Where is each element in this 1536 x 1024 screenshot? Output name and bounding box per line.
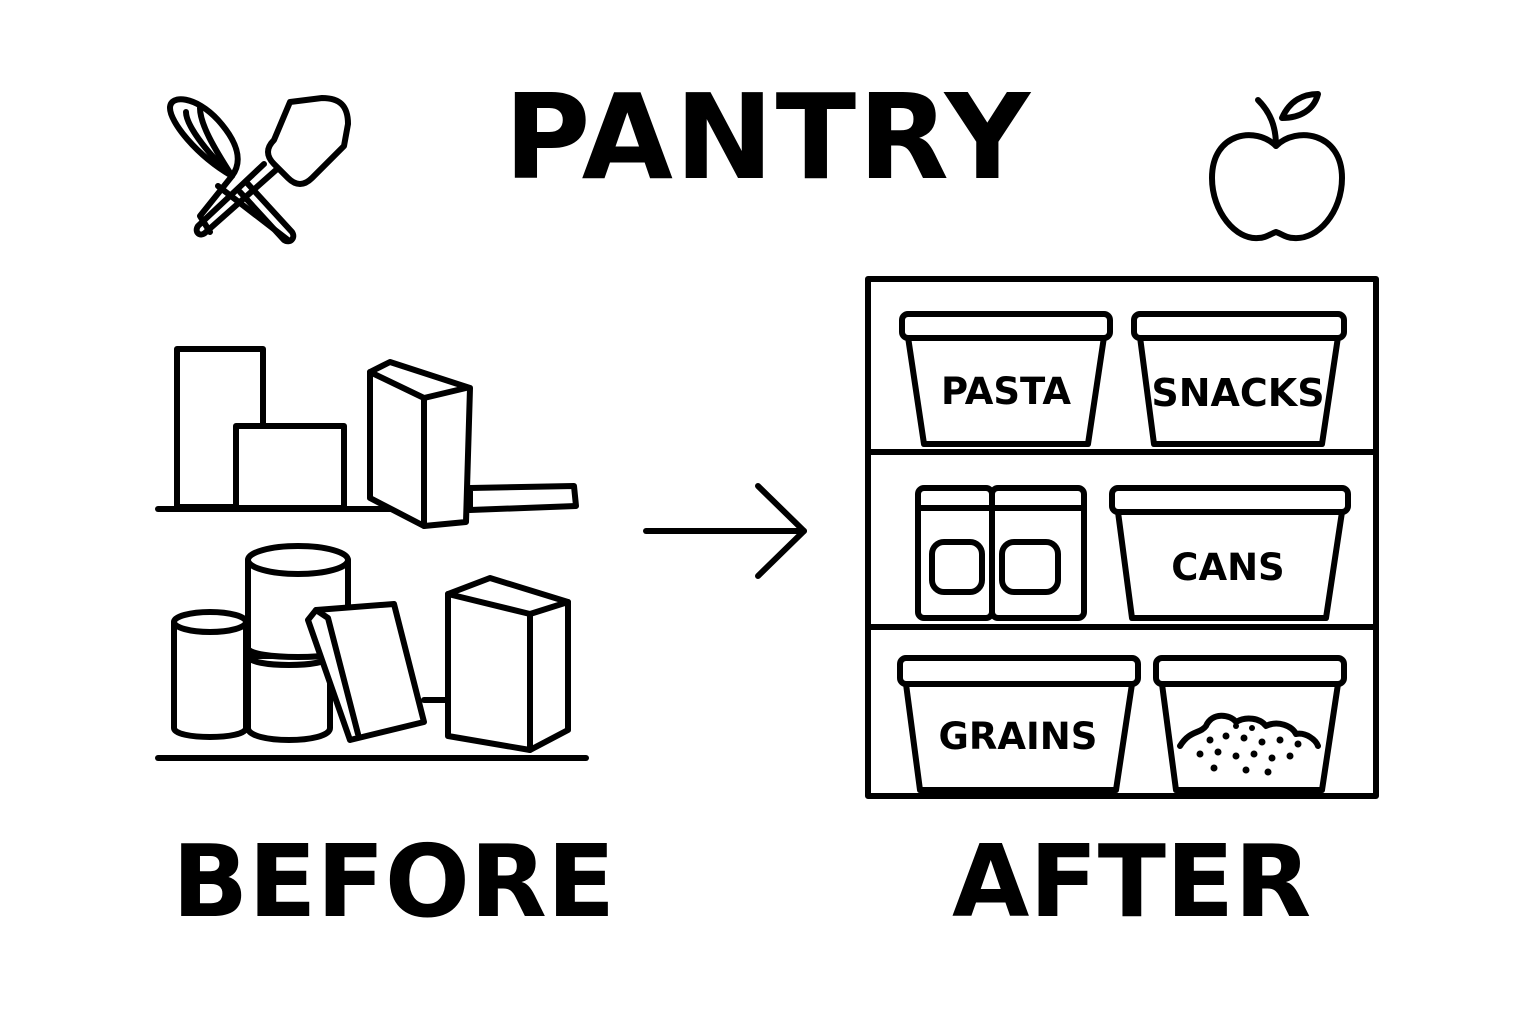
grain-bin [1153, 655, 1347, 793]
grains-label: GRAINS [939, 715, 1098, 758]
spatula-icon [193, 95, 351, 238]
grains-container: GRAINS [897, 655, 1141, 793]
whisk-icon [167, 96, 297, 245]
grain-dots [1196, 723, 1302, 776]
shelf-unit-frame [865, 276, 1379, 799]
after-caption: AFTER [952, 823, 1312, 940]
snacks-container: SNACKS [1131, 311, 1347, 447]
pasta-label: PASTA [941, 370, 1071, 413]
cereal-box [445, 575, 571, 753]
after-illustration: PASTA SNACKS C [865, 276, 1379, 799]
before-illustration [155, 346, 589, 761]
apple-icon [1209, 91, 1345, 242]
short-box [233, 423, 347, 511]
cans-label: CANS [1171, 546, 1284, 589]
jar-right [989, 485, 1087, 621]
pasta-container: PASTA [899, 311, 1113, 447]
cans-container: CANS [1109, 485, 1351, 621]
jar-left [915, 485, 995, 621]
page-title: PANTRY [503, 68, 1033, 206]
arrow-right-icon [643, 483, 807, 579]
small-can [171, 609, 249, 740]
leaning-box [305, 601, 451, 743]
can-stack [245, 543, 351, 743]
snacks-label: SNACKS [1151, 371, 1324, 415]
tilted-box [367, 359, 473, 529]
before-caption: BEFORE [172, 823, 616, 940]
